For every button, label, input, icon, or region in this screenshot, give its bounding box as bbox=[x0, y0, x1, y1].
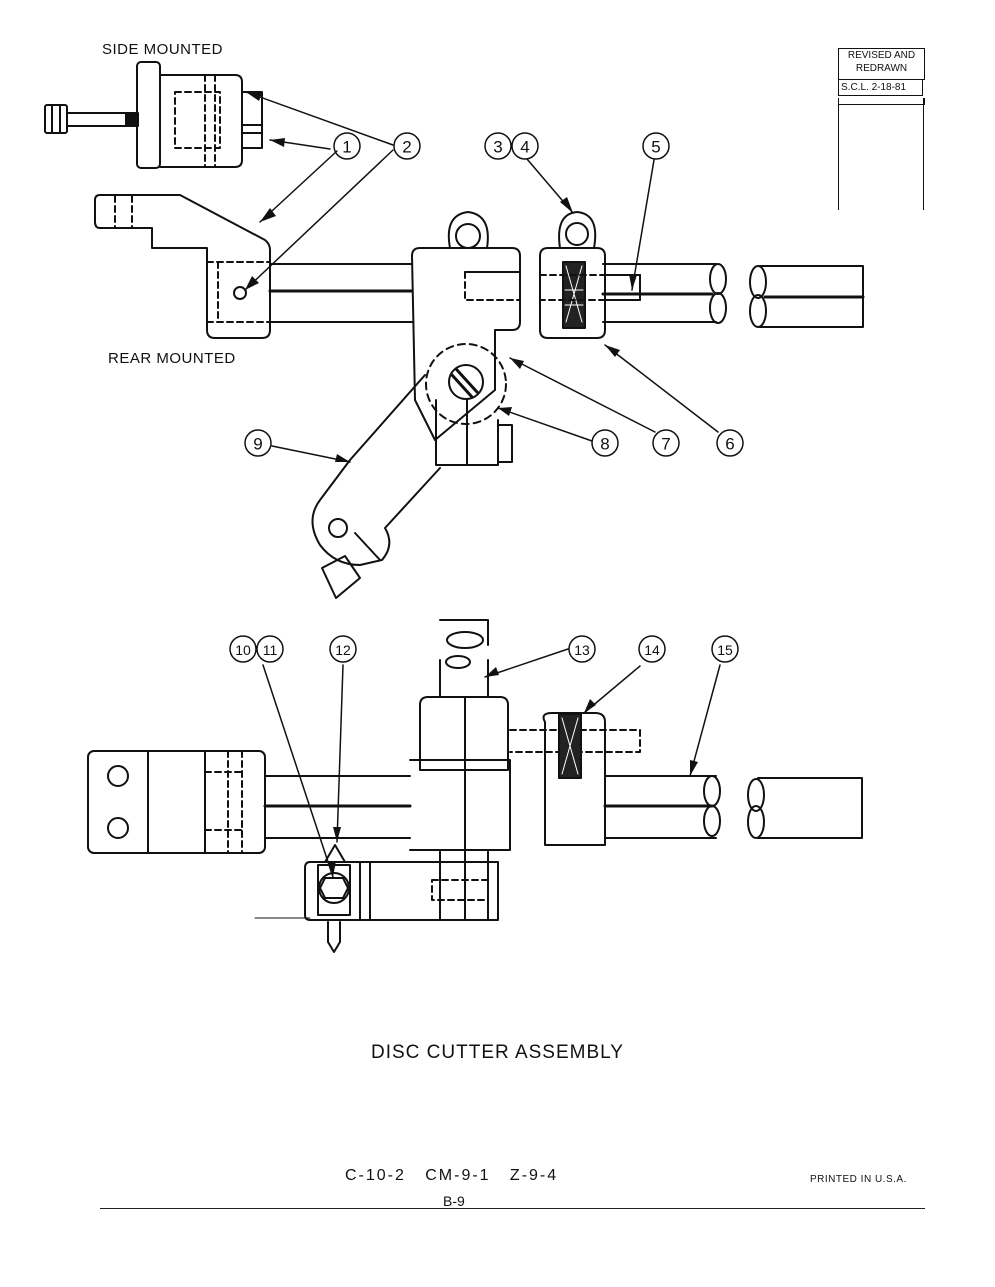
callout-5 bbox=[642, 132, 670, 160]
callout-number-6: 6 bbox=[725, 435, 734, 454]
callout-6 bbox=[716, 429, 744, 457]
rear-mounted-bracket bbox=[94, 194, 271, 339]
callout-number-15: 15 bbox=[717, 642, 733, 658]
revision-box: REVISED AND REDRAWN S.C.L. 2-18-81 bbox=[838, 48, 925, 210]
callout-number-11: 11 bbox=[263, 642, 278, 658]
callout-13 bbox=[568, 635, 596, 663]
page-code: B-9 bbox=[443, 1193, 465, 1209]
callout-number-3: 3 bbox=[493, 138, 502, 157]
callout-number-9: 9 bbox=[253, 435, 262, 454]
revision-header: REVISED AND REDRAWN bbox=[838, 48, 925, 80]
callout-numbers: 1 2 3 4 5 6 7 8 9 10 11 12 13 14 15 bbox=[235, 138, 735, 659]
callout-number-2: 2 bbox=[402, 138, 411, 157]
callout-3 bbox=[484, 132, 512, 160]
callout-number-7: 7 bbox=[661, 435, 670, 454]
callout-12 bbox=[329, 635, 357, 663]
callout-number-12: 12 bbox=[335, 642, 351, 658]
arrowheads bbox=[245, 92, 698, 877]
callout-10 bbox=[229, 635, 257, 663]
side-mounted-bracket bbox=[44, 61, 263, 169]
callout-number-13: 13 bbox=[574, 642, 590, 658]
footer-rule bbox=[100, 1208, 925, 1209]
leader-lines bbox=[244, 91, 721, 878]
callout-1 bbox=[333, 132, 361, 160]
callout-number-1: 1 bbox=[342, 138, 351, 157]
callout-number-8: 8 bbox=[600, 435, 609, 454]
callout-circles bbox=[229, 132, 744, 663]
revision-date: S.C.L. 2-18-81 bbox=[838, 80, 923, 96]
callout-11 bbox=[256, 635, 284, 663]
callout-7 bbox=[652, 429, 680, 457]
callout-14 bbox=[638, 635, 666, 663]
printed-in-usa: PRINTED IN U.S.A. bbox=[810, 1174, 907, 1185]
revision-line-1: REVISED AND bbox=[847, 50, 916, 61]
drawing-title: DISC CUTTER ASSEMBLY bbox=[371, 1042, 624, 1063]
bottom-assembly bbox=[87, 619, 863, 953]
side-mounted-label: SIDE MOUNTED bbox=[102, 41, 224, 58]
callout-4 bbox=[511, 132, 539, 160]
top-shaft bbox=[268, 263, 865, 328]
model-numbers: C-10-2 CM-9-1 Z-9-4 bbox=[345, 1167, 559, 1184]
callout-number-14: 14 bbox=[644, 642, 660, 658]
cutter-arm bbox=[311, 374, 441, 599]
stop-collar bbox=[539, 211, 641, 339]
callout-2 bbox=[393, 132, 421, 160]
callout-number-10: 10 bbox=[235, 642, 251, 658]
callout-9 bbox=[244, 429, 272, 457]
callout-15 bbox=[711, 635, 739, 663]
main-clamp bbox=[411, 211, 521, 466]
rear-mounted-label: REAR MOUNTED bbox=[108, 350, 236, 367]
callout-number-5: 5 bbox=[651, 138, 660, 157]
revision-line-2: REDRAWN bbox=[855, 63, 908, 74]
callout-number-4: 4 bbox=[520, 138, 529, 157]
callout-8 bbox=[591, 429, 619, 457]
